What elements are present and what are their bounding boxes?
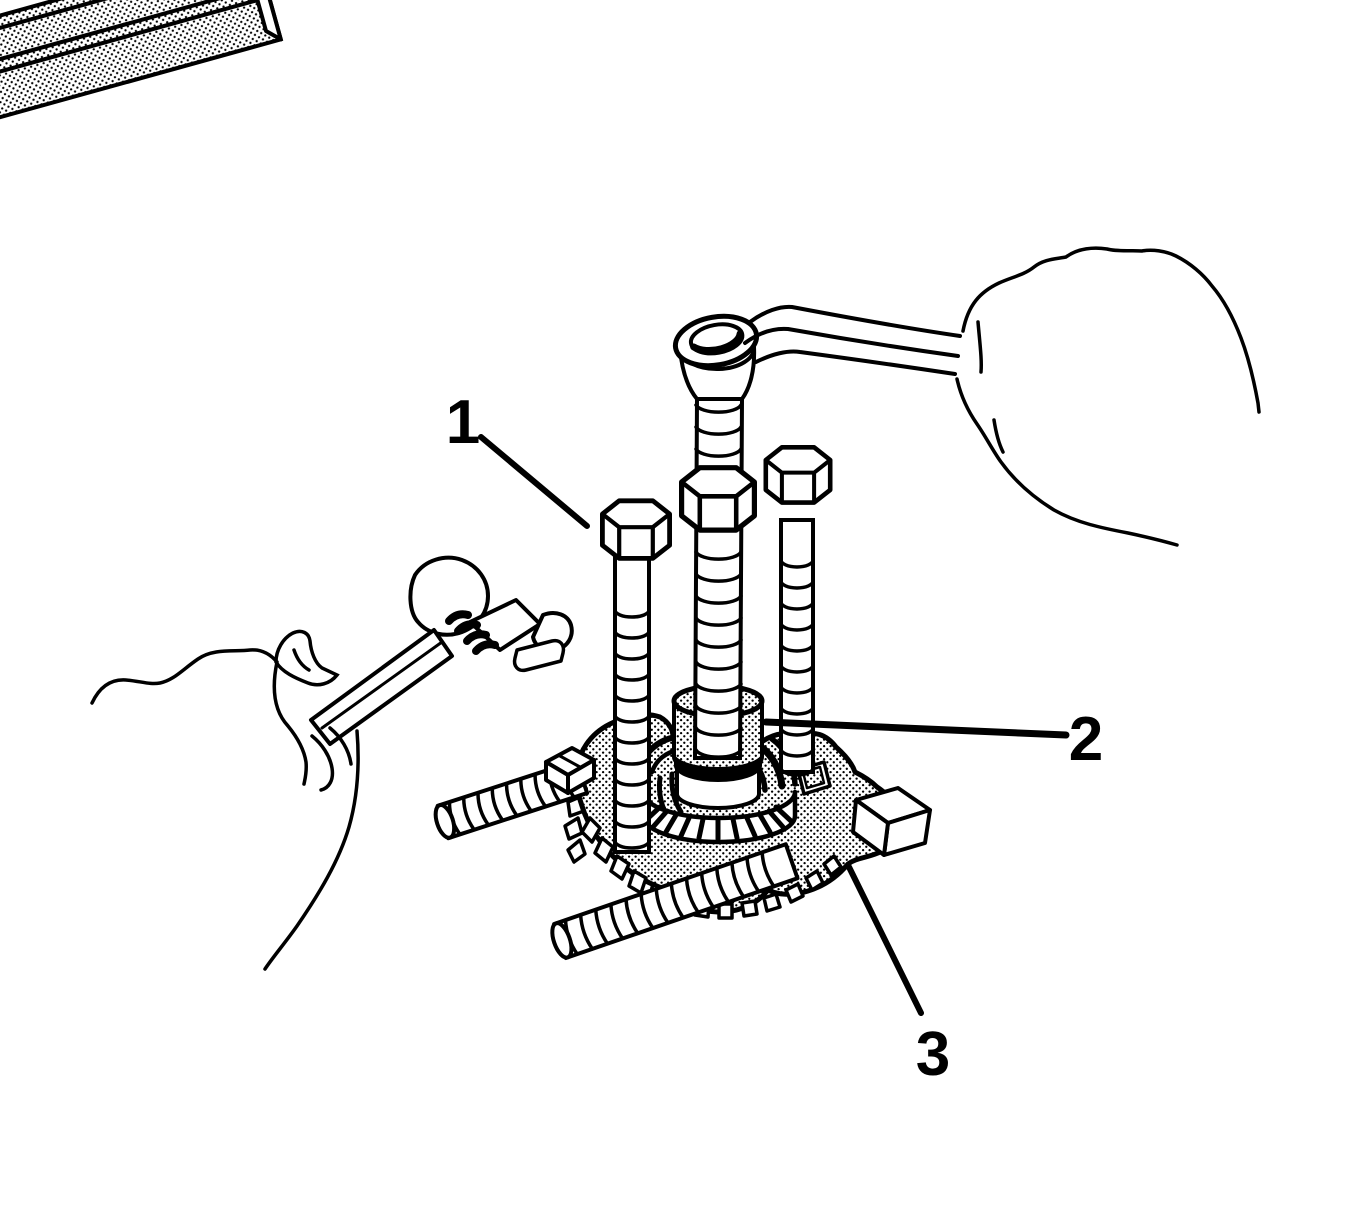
- housing-arm-block: [851, 786, 932, 857]
- wrench-worm-knurl-icon: [445, 610, 499, 655]
- forcing-screw: [692, 397, 745, 760]
- crossbar-front-rail: [0, 0, 284, 162]
- pinion-gear: [640, 789, 798, 845]
- adjustable-wrench: [309, 555, 574, 746]
- side-shaft-lower: [550, 842, 800, 961]
- left-leg-nut: [602, 501, 669, 559]
- pinion-teeth-icon: [642, 804, 794, 842]
- left-thumb: [274, 629, 340, 687]
- callout-1-leader: [478, 434, 590, 529]
- collar-sleeve: [675, 765, 761, 810]
- right-hand-lower-outline: [955, 377, 1179, 547]
- left-hand-outline: [263, 729, 360, 971]
- box-end-wrench: [672, 304, 962, 401]
- callout-2-leader: [762, 718, 1070, 739]
- right-hand: [955, 246, 1261, 547]
- right-leg-bolt: [779, 518, 815, 777]
- wrench-handle-edge: [320, 640, 444, 730]
- callout-3-label: 3: [916, 1020, 950, 1089]
- callout-3: 3: [846, 864, 950, 1089]
- right-thumb-crease: [976, 320, 983, 374]
- left-hand: [90, 629, 360, 971]
- collar-band: [674, 752, 762, 781]
- yoke: [544, 746, 596, 795]
- left-fingers: [310, 734, 335, 792]
- left-arm-outline: [90, 648, 279, 705]
- wrench-jaw-tab: [512, 638, 566, 673]
- right-leg-nut: [766, 447, 830, 502]
- callout-1-label: 1: [446, 388, 480, 457]
- callout-3-leader: [846, 864, 924, 1016]
- left-wrist-outline: [272, 660, 308, 786]
- forcing-screw-nut: [682, 468, 755, 530]
- callout-2-label: 2: [1069, 705, 1103, 774]
- left-leg-bolt: [613, 543, 651, 854]
- callout-2: 2: [762, 705, 1103, 774]
- wrench-shank: [743, 304, 962, 376]
- right-hand-outline: [961, 246, 1261, 414]
- callout-1: 1: [446, 388, 590, 529]
